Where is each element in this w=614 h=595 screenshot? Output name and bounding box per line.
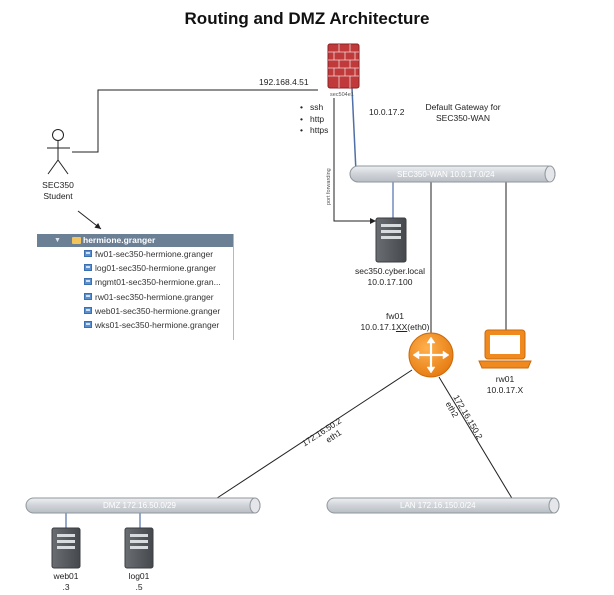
vm-icon [84,320,92,328]
server-name: sec350.cyber.local [355,266,425,276]
tree-item-label: fw01-sec350-hermione.granger [95,249,214,259]
service-ssh: ssh [300,102,328,114]
web01-ip: .3 [62,582,70,592]
firewall-ip-label: 192.168.4.51 [259,77,309,87]
student-label: SEC350 Student [28,180,88,202]
log01-label: log01 .5 [113,571,165,593]
default-gateway-line1: Default Gateway for [425,102,501,112]
student-line1: SEC350 [42,180,74,190]
fw01-name: fw01 [386,311,404,321]
vm-tree: ▼ hermione.granger fw01-sec350-hermione.… [37,234,234,340]
dmz-network-bar[interactable] [25,497,261,514]
log01-ip: .5 [135,582,143,592]
tree-item-label: wks01-sec350-hermione.granger [95,319,220,330]
lan-network-label: LAN 172.16.150.0/24 [400,501,476,510]
default-gateway-label: Default Gateway for SEC350-WAN [408,102,518,124]
fw01-ip-suffix: (eth0) [407,322,430,332]
tree-item-wks01[interactable]: wks01-sec350-hermione.granger [37,318,233,332]
port-forwarding-label: port forwarding [326,168,332,205]
log01-name: log01 [128,571,150,581]
tree-item-label: rw01-sec350-hermione.granger [95,291,214,302]
student-to-firewall-line [72,89,318,153]
server-icon[interactable] [375,217,407,263]
firewall-icon[interactable] [327,43,360,89]
dmz-network-label: DMZ 172.16.50.0/29 [103,501,176,510]
tree-item-web01[interactable]: web01-sec350-hermione.granger [37,304,233,318]
vm-icon [84,306,92,314]
service-https: https [300,125,328,137]
diagram-title: Routing and DMZ Architecture [184,9,430,28]
server-label: sec350.cyber.local 10.0.17.100 [335,266,445,288]
web01-name: web01 [53,571,79,581]
wan-network-label: SEC350-WAN 10.0.17.0/24 [397,170,495,179]
web01-server-icon[interactable] [51,527,81,569]
tree-item-label: log01-sec350-hermione.granger [95,263,216,274]
tree-item-label: web01-sec350-hermione.granger [95,305,221,316]
firewall-wan-link [351,87,357,173]
tree-item-label: mgmt01-sec350-hermione.gran... [95,277,221,288]
gateway-ip-label: 10.0.17.2 [369,107,405,117]
services-list: ssh http https [300,102,328,137]
fw01-ip-xx: XX [395,322,408,332]
rw01-name: rw01 [495,374,515,384]
router-dmz-link [210,369,413,503]
log01-server-icon[interactable] [124,527,154,569]
vm-icon [84,250,92,257]
web01-label: web01 .3 [40,571,92,593]
tree-header-label: hermione.granger [83,235,156,245]
service-http: http [300,114,328,126]
tree-item-rw01[interactable]: rw01-sec350-hermione.granger [37,290,233,304]
collapse-caret-icon[interactable]: ▼ [54,237,61,244]
default-gateway-line2: SEC350-WAN [435,113,490,123]
firewall-name-label: sec504e1 [330,92,354,98]
fw01-label: fw01 10.0.17.1XX(eth0) [335,311,455,333]
lan-network-bar[interactable] [326,497,560,514]
wan-network-bar[interactable] [349,165,556,183]
tree-header[interactable]: ▼ hermione.granger [37,234,233,247]
rw01-ip: 10.0.17.X [486,385,524,395]
student-icon[interactable] [47,129,70,175]
tree-item-log01[interactable]: log01-sec350-hermione.granger [37,261,233,275]
router-icon[interactable] [408,332,454,378]
laptop-icon[interactable] [478,329,532,369]
vm-icon [84,278,92,286]
server-ip: 10.0.17.100 [367,277,413,287]
router-lan-link [438,376,514,501]
vm-icon [84,264,92,272]
student-tree-arrow [77,210,102,230]
vm-icon [84,292,92,300]
fw01-ip: 10.0.17.1XX(eth0) [335,322,455,333]
student-line2: Student [43,191,73,201]
port-forwarding-line [333,98,376,224]
tree-item-mgmt01[interactable]: mgmt01-sec350-hermione.gran... [37,275,233,289]
tree-item-fw01[interactable]: fw01-sec350-hermione.granger [37,247,233,261]
rw01-label: rw01 10.0.17.X [475,374,535,396]
folder-icon [72,237,81,244]
fw01-ip-prefix: 10.0.17.1 [360,322,396,332]
